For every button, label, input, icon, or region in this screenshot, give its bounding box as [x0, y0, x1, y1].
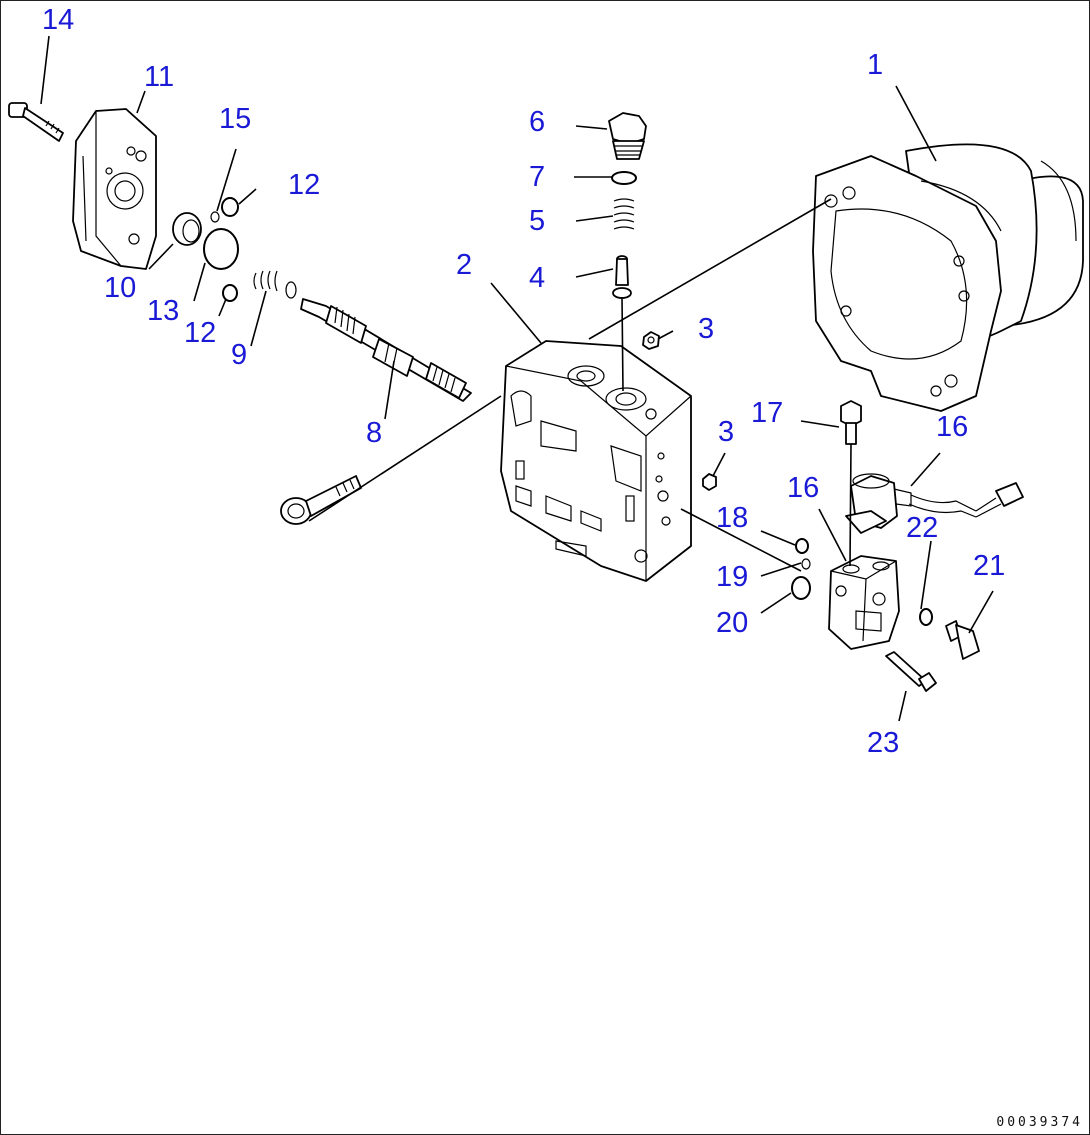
- part-12-o-ring-upper: [221, 197, 239, 217]
- drawing-number: 00039374: [996, 1115, 1083, 1130]
- callout-20: 20: [716, 607, 748, 639]
- callout-8: 8: [366, 417, 382, 449]
- callout-7: 7: [529, 161, 545, 193]
- part-18-o-ring: [795, 538, 809, 554]
- part-15-ring: [210, 211, 220, 223]
- callout-1: 1: [867, 49, 883, 81]
- part-7-o-ring: [611, 171, 637, 185]
- part-3-plug-upper: [642, 331, 660, 350]
- part-3-plug-lower: [702, 473, 717, 491]
- part-20-o-ring: [791, 576, 811, 600]
- part-17-cap-screw: [840, 400, 862, 445]
- part-9-spring-set: [253, 270, 297, 299]
- callout-3-upper: 3: [698, 313, 714, 345]
- part-16-valve-block: [828, 555, 900, 650]
- part-13-o-ring: [203, 228, 239, 270]
- part-10-oil-seal: [172, 212, 202, 246]
- callout-14: 14: [42, 4, 74, 36]
- callout-3-lower: 3: [718, 416, 734, 448]
- part-8-spool: [300, 298, 472, 402]
- callout-5: 5: [529, 205, 545, 237]
- callout-22: 22: [906, 512, 938, 544]
- callout-15: 15: [219, 103, 251, 135]
- leader-lines: [40, 35, 994, 722]
- callout-17: 17: [751, 397, 783, 429]
- part-19-o-ring: [801, 558, 811, 570]
- part-14-bolt: [8, 102, 64, 142]
- part-1-pump-housing: [812, 143, 1084, 412]
- part-23-bolt: [885, 651, 937, 692]
- callout-12-upper: 12: [288, 169, 320, 201]
- part-5-spring: [613, 198, 635, 230]
- part-16-solenoid: [845, 473, 1024, 534]
- part-bolt-lower-left: [280, 475, 362, 525]
- callout-16-lower: 16: [787, 472, 819, 504]
- callout-labels: 1 2 3 3 4 5 6 7 8 9 10 11 12 12 13 14 15…: [42, 4, 1005, 759]
- callout-16-upper: 16: [936, 411, 968, 443]
- callout-23: 23: [867, 727, 899, 759]
- callout-11: 11: [144, 61, 174, 93]
- part-11-end-cover: [72, 108, 157, 270]
- part-6-plug: [608, 112, 647, 160]
- part-2-valve-body: [500, 340, 692, 582]
- callout-10: 10: [104, 272, 136, 304]
- callout-9: 9: [231, 339, 247, 371]
- callout-19: 19: [716, 561, 748, 593]
- part-21-plug: [945, 620, 980, 660]
- part-12-o-ring-lower: [222, 284, 238, 302]
- callout-4: 4: [529, 262, 545, 294]
- callout-12-lower: 12: [184, 317, 216, 349]
- callout-18: 18: [716, 502, 748, 534]
- part-22-o-ring: [919, 608, 933, 626]
- callout-6: 6: [529, 106, 545, 138]
- part-4-piston: [612, 255, 632, 299]
- callout-21: 21: [973, 550, 1005, 582]
- callout-2: 2: [456, 249, 472, 281]
- callout-13: 13: [147, 295, 179, 327]
